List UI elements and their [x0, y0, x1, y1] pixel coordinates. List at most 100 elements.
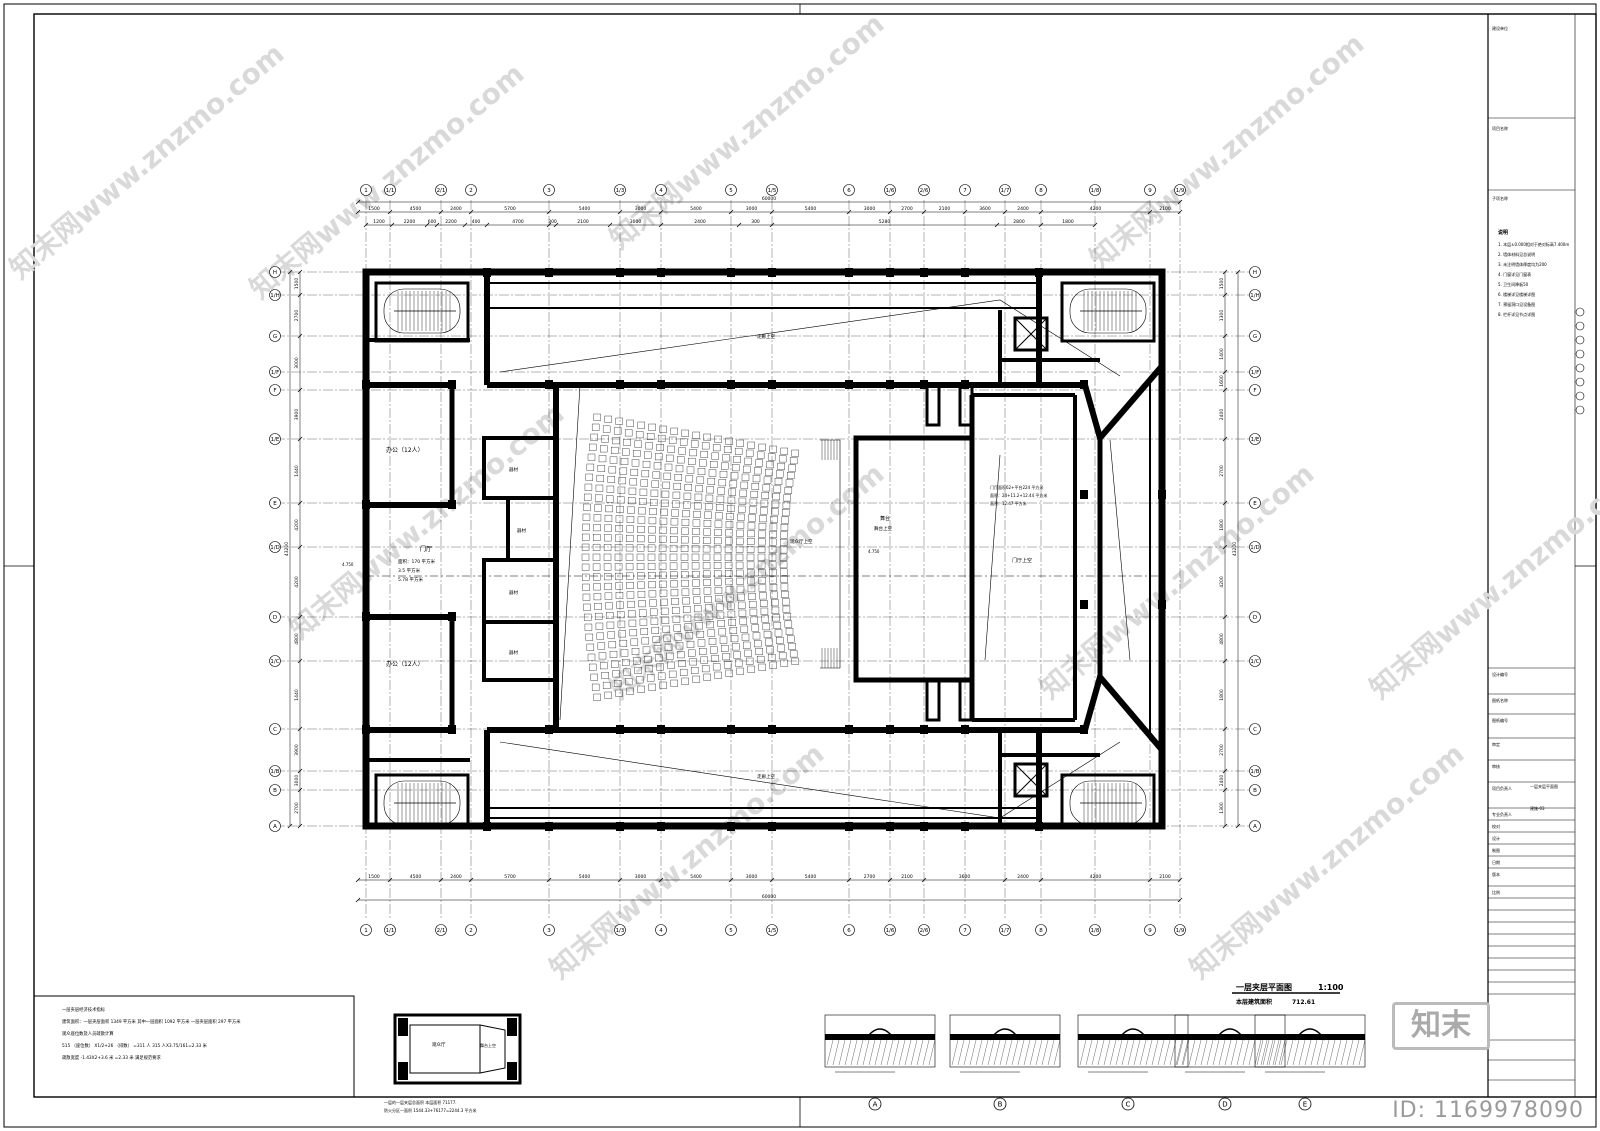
- axis-label: 1: [364, 928, 368, 934]
- seat: [592, 543, 601, 551]
- detail-hatch: [898, 1039, 906, 1066]
- seat: [723, 446, 732, 453]
- dim-top-label: 2700: [901, 206, 913, 212]
- seat: [633, 657, 641, 665]
- seat: [614, 563, 623, 571]
- seat: [770, 591, 778, 599]
- seat: [711, 452, 719, 460]
- seat: [689, 658, 697, 666]
- seat: [659, 517, 668, 525]
- detail-hatch: [832, 1039, 840, 1066]
- seat: [644, 451, 652, 459]
- detail-hatch: [868, 1039, 876, 1066]
- column: [961, 725, 969, 734]
- dim-top-sub-tick: [484, 222, 490, 228]
- seat: [724, 553, 733, 561]
- detail-hatch: [1224, 1039, 1232, 1066]
- seat: [770, 599, 779, 607]
- seat: [693, 502, 702, 510]
- dim-top-label: 5700: [504, 206, 516, 212]
- dim-right-tick: [1222, 658, 1228, 664]
- seat: [739, 617, 748, 625]
- room-office-upper: 办公（12人）: [386, 446, 424, 454]
- seat: [618, 477, 627, 485]
- note-marker: [1575, 391, 1585, 401]
- seat: [781, 598, 790, 606]
- dim-right-label: 4800: [1219, 633, 1225, 645]
- dim-bottom-tick: [769, 877, 775, 883]
- key-label-a: 观众厅: [432, 1042, 446, 1048]
- seat: [683, 614, 692, 622]
- seat: [616, 601, 624, 609]
- seat: [702, 553, 711, 561]
- sheet-outer-border: [3, 3, 1597, 1128]
- detail-hatch: [1200, 1039, 1208, 1066]
- seat: [714, 578, 722, 586]
- detail-hatch: [1274, 1039, 1282, 1066]
- column: [886, 822, 894, 831]
- seat: [749, 608, 758, 616]
- seat: [670, 589, 679, 597]
- seat: [605, 612, 614, 619]
- seat: [727, 610, 736, 618]
- detail-hatch: [1097, 1039, 1105, 1066]
- seat: [699, 648, 707, 655]
- seat: [758, 584, 767, 592]
- axis-label: A: [1253, 824, 1257, 830]
- seat: [701, 665, 710, 673]
- detail-bubble: [868, 1097, 882, 1111]
- seat: [758, 522, 767, 530]
- note-marker: [1575, 363, 1585, 373]
- seat: [732, 464, 740, 472]
- seat: [652, 471, 661, 479]
- seat: [737, 505, 746, 513]
- seat: [681, 579, 689, 587]
- axis-label: 1/3: [616, 188, 625, 194]
- seat: [697, 468, 706, 475]
- seat: [592, 553, 601, 561]
- column: [845, 380, 853, 389]
- seat: [604, 573, 612, 581]
- seat: [717, 620, 726, 627]
- seat: [759, 592, 767, 600]
- dim-bottom-tick: [438, 877, 444, 883]
- axis-label: 2/6: [920, 188, 929, 194]
- seat: [760, 499, 769, 507]
- seat: [784, 486, 793, 494]
- axis-bubble: [1249, 784, 1261, 796]
- seat: [583, 613, 592, 621]
- seat: [746, 553, 755, 561]
- dim-left-total-label: 43200: [284, 542, 290, 556]
- dim-right-tick: [1222, 436, 1228, 442]
- seat: [593, 573, 601, 581]
- seat: [747, 441, 755, 449]
- seat: [690, 440, 699, 448]
- seat: [670, 571, 678, 579]
- seat: [715, 512, 723, 520]
- seat: [635, 676, 644, 684]
- small-room-2: 器材: [517, 527, 526, 534]
- seat: [771, 606, 780, 614]
- seat: [581, 563, 590, 571]
- dim-bottom-tick: [846, 877, 852, 883]
- seat: [692, 536, 700, 544]
- column: [616, 380, 624, 389]
- dim-top-tick: [658, 209, 664, 215]
- seat: [772, 614, 781, 622]
- seat: [626, 591, 635, 599]
- seat: [594, 612, 603, 620]
- dim-top-tick: [468, 209, 474, 215]
- axis-bubble: [1144, 184, 1156, 196]
- axis-label: 5: [729, 928, 733, 934]
- axis-bubble: [269, 541, 281, 553]
- column: [845, 725, 853, 734]
- seat: [779, 546, 788, 554]
- seat: [636, 553, 645, 561]
- detail-hatch: [1352, 1039, 1360, 1066]
- axis-label: 7: [963, 188, 967, 194]
- seat: [637, 535, 645, 543]
- seat: [637, 525, 645, 533]
- seat: [757, 553, 766, 561]
- detail-frame: [1174, 1014, 1286, 1068]
- brand-logo-icon: 知末: [1392, 1002, 1490, 1050]
